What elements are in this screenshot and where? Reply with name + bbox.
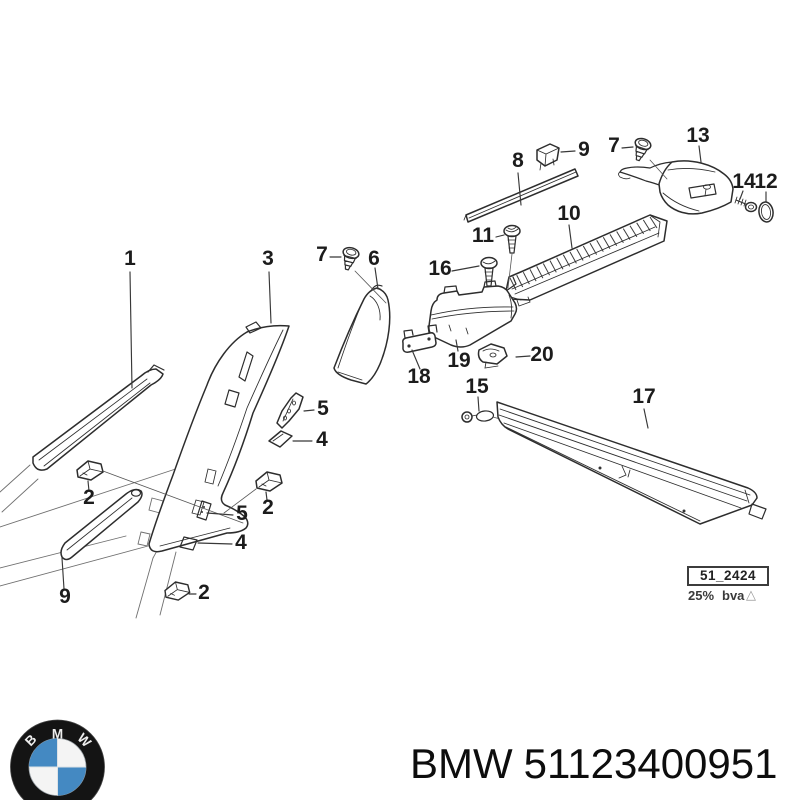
brand-text: BMW xyxy=(410,740,513,787)
part-label-15: 15 xyxy=(465,375,489,398)
part-label-9: 9 xyxy=(578,138,590,161)
part-19-cover xyxy=(428,280,518,348)
part-label-20: 20 xyxy=(530,343,553,366)
part-label-5: 5 xyxy=(236,502,248,525)
part-label-4: 4 xyxy=(235,531,247,554)
part-label-12: 12 xyxy=(754,170,777,193)
part-label-3: 3 xyxy=(262,247,274,270)
leader-lines xyxy=(61,145,767,595)
part-label-5: 5 xyxy=(317,397,329,420)
triangle-icon: △ xyxy=(746,587,756,602)
part-9-clip-upper xyxy=(536,143,560,171)
stamp-code: 51_2424 xyxy=(699,568,757,583)
part-10-sill-cover xyxy=(505,214,668,307)
part-2-clip-a xyxy=(76,460,104,481)
stamp-meta-row: 25% bva △ xyxy=(687,587,769,603)
stamp-scale: 25% xyxy=(688,588,715,603)
part-label-13: 13 xyxy=(686,124,709,147)
part-5-bracket xyxy=(276,392,304,429)
part-label-9: 9 xyxy=(59,585,71,608)
diagram-stamp: 51_2424 25% bva △ xyxy=(687,566,769,603)
part-label-10: 10 xyxy=(557,202,580,225)
part-label-7: 7 xyxy=(316,243,328,266)
stamp-suffix: bva xyxy=(722,588,745,603)
part-7-clip-b xyxy=(629,135,653,164)
part-12-cap xyxy=(758,201,774,223)
part-6-lower-pillar-trim xyxy=(333,284,391,385)
part-2-clip-b xyxy=(255,471,283,492)
part-label-6: 6 xyxy=(368,247,380,270)
logo-blue-quadrant-lr xyxy=(57,767,86,796)
part-label-2: 2 xyxy=(262,496,274,519)
part-label-19: 19 xyxy=(447,349,470,372)
part-label-2: 2 xyxy=(198,581,210,604)
part-9-windscreen-trim xyxy=(60,488,143,561)
logo-letter-m: M xyxy=(52,726,63,741)
part-20-clamp xyxy=(477,343,508,369)
part-7-clip-a xyxy=(338,245,361,273)
stamp-code-box: 51_2424 xyxy=(687,566,769,586)
part-11-screw xyxy=(503,224,521,289)
part-13-c-pillar-trim xyxy=(618,160,734,215)
part-label-4: 4 xyxy=(316,428,328,451)
part-label-16: 16 xyxy=(428,257,451,280)
logo-blue-quadrant-ul xyxy=(29,738,58,767)
part-label-18: 18 xyxy=(407,365,431,388)
part-1-a-pillar-trim xyxy=(32,364,165,471)
part-3-b-pillar-trim xyxy=(148,321,290,553)
part-label-11: 11 xyxy=(472,224,495,247)
part-18-bracket xyxy=(402,324,438,353)
part-label-1: 1 xyxy=(124,247,136,270)
part-label-7: 7 xyxy=(608,134,620,157)
part-8-sill-strip xyxy=(463,168,579,223)
logo-cross-divider xyxy=(29,738,86,796)
part-15-pin xyxy=(461,410,501,423)
part-label-17: 17 xyxy=(632,385,655,408)
part-label-2: 2 xyxy=(83,486,95,509)
part-2-clip-c xyxy=(164,581,191,601)
part-number-text: 51123400951 xyxy=(523,740,778,787)
part-label-8: 8 xyxy=(512,149,524,172)
part-4-pad-lower xyxy=(179,536,198,551)
part-17-rocker-trim xyxy=(496,401,767,525)
part-14-screw xyxy=(734,196,758,213)
part-4-patch xyxy=(268,430,293,448)
part-label-14: 14 xyxy=(732,170,756,193)
part-5-gasket-lower xyxy=(196,500,212,521)
bmw-logo-icon: B M W xyxy=(10,719,105,800)
